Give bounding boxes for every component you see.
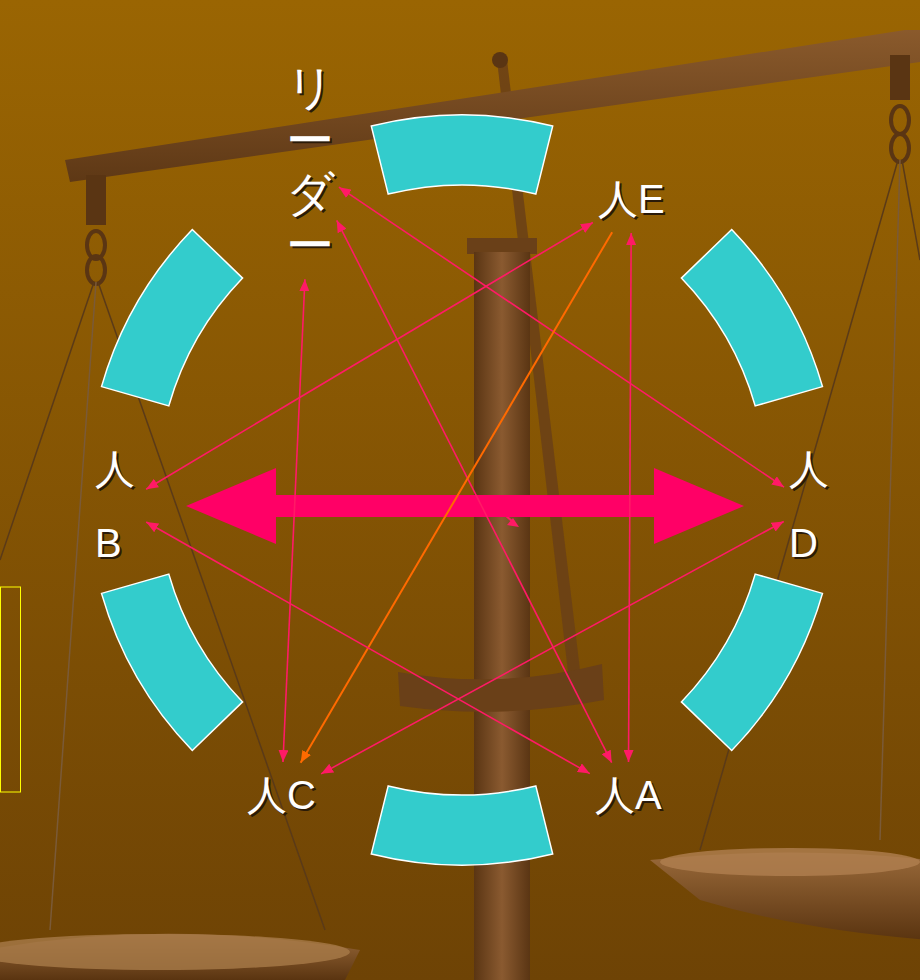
- person-label: 人 D: [789, 432, 835, 580]
- scale-pillar: [474, 252, 530, 980]
- ring-segment: [371, 115, 552, 194]
- right-hanger: [890, 55, 910, 100]
- ring-segment: [102, 574, 243, 750]
- connector-arrow: [276, 495, 654, 517]
- person-label: 人 B: [95, 432, 141, 580]
- ring-segment: [371, 786, 552, 865]
- person-label: 人E: [598, 172, 665, 227]
- left-chain: [87, 256, 105, 284]
- pillar-cap: [467, 238, 537, 254]
- ring-segment: [102, 230, 243, 406]
- scale-knob: [492, 52, 508, 68]
- person-label: 人 B: [95, 432, 141, 580]
- connector-arrow: [321, 521, 784, 773]
- leader-label: リーダー: [286, 62, 334, 273]
- right-string: [902, 160, 920, 260]
- ring-segments: [102, 115, 823, 865]
- left-hanger: [86, 175, 106, 225]
- frame-edge: [1, 587, 21, 792]
- right-string: [880, 160, 900, 840]
- ring-segment: [681, 230, 822, 406]
- person-label: 人A: [595, 768, 662, 823]
- connector-arrow: [629, 233, 632, 762]
- person-label: 人 D: [789, 432, 835, 580]
- connector-arrow: [283, 279, 305, 762]
- person-label: 人C: [247, 768, 316, 823]
- person-label: 人C: [247, 768, 316, 823]
- left-string: [50, 282, 96, 930]
- right-chain: [891, 134, 909, 162]
- left-pan-rim: [0, 934, 350, 970]
- connector-arrow: [146, 522, 590, 774]
- connector-arrow: [301, 232, 613, 763]
- ring-segment: [681, 574, 822, 750]
- right-chain: [891, 106, 909, 134]
- left-pan: [0, 934, 360, 980]
- person-label: 人E: [598, 172, 665, 227]
- person-label: 人A: [595, 768, 662, 823]
- right-pan-rim: [660, 848, 920, 876]
- connector-arrow: [339, 187, 784, 487]
- connector-arrow: [146, 222, 593, 489]
- leader-label: リーダー: [286, 62, 334, 273]
